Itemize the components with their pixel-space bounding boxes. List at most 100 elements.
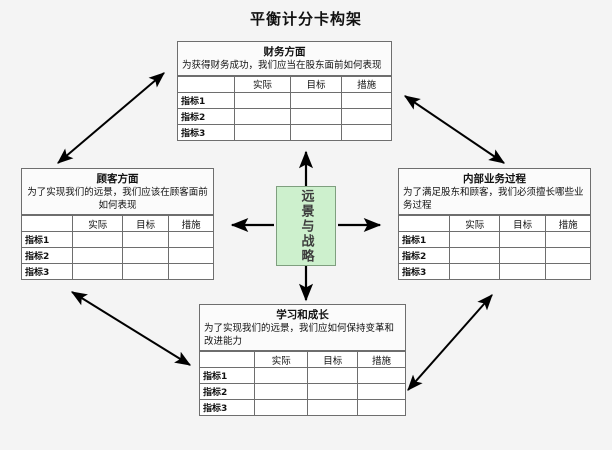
cell-measure[interactable] <box>341 123 391 140</box>
cell-measure[interactable] <box>357 399 405 415</box>
row-label-indicator-3: 指标3 <box>178 123 236 140</box>
table-row[interactable]: 指标2 <box>200 383 405 400</box>
cell-measure[interactable] <box>341 91 391 109</box>
row-label-indicator-1: 指标1 <box>178 91 236 109</box>
perspective-customer[interactable]: 顾客方面 为了实现我们的远景，我们应该在顾客面前如何表现 实际 目标 措施 指标… <box>21 168 214 280</box>
cell-actual[interactable] <box>449 247 501 264</box>
table-row[interactable]: 指标2 <box>22 247 213 264</box>
perspective-internal-process[interactable]: 内部业务过程 为了满足股东和顾客，我们必须擅长哪些业务过程 实际 目标 措施 指… <box>398 168 591 280</box>
table-row[interactable]: 指标3 <box>178 123 391 140</box>
table-row[interactable]: 指标2 <box>399 247 590 264</box>
table-col-actual: 实际 <box>72 215 124 232</box>
cell-measure[interactable] <box>357 383 405 400</box>
cell-measure[interactable] <box>341 107 391 125</box>
table-col-target: 目标 <box>289 75 343 93</box>
perspective-financial-title: 财务方面 <box>263 46 306 58</box>
perspective-customer-header: 顾客方面 为了实现我们的远景，我们应该在顾客面前如何表现 <box>22 169 213 215</box>
cell-target[interactable] <box>307 383 359 400</box>
cell-measure[interactable] <box>545 263 590 279</box>
arrow-financial-internal <box>404 95 505 164</box>
table-row[interactable]: 指标3 <box>22 263 213 279</box>
cell-measure[interactable] <box>168 247 213 264</box>
table-col-blank <box>200 351 256 368</box>
cell-actual[interactable] <box>234 107 291 125</box>
table-col-actual: 实际 <box>449 215 501 232</box>
cell-actual[interactable] <box>72 263 124 279</box>
cell-actual[interactable] <box>234 91 291 109</box>
row-label-indicator-2: 指标2 <box>399 247 451 264</box>
table-col-target: 目标 <box>122 215 170 232</box>
perspective-financial-description: 为获得财务成功，我们应当在股东面前如何表现 <box>182 60 382 71</box>
cell-target[interactable] <box>289 91 343 109</box>
row-label-indicator-1: 指标1 <box>200 367 256 384</box>
center-vision-strategy-box[interactable]: 远景与战略 <box>276 186 336 266</box>
table-col-measure: 措施 <box>357 351 405 368</box>
table-row[interactable]: 指标1 <box>22 231 213 248</box>
table-col-blank <box>399 215 451 232</box>
table-col-target: 目标 <box>499 215 547 232</box>
perspective-financial-table[interactable]: 实际 目标 措施 指标1 指标2 指标3 <box>178 75 391 140</box>
table-row[interactable]: 指标1 <box>200 367 405 384</box>
table-row[interactable]: 指标2 <box>178 107 391 125</box>
perspective-internal-process-header: 内部业务过程 为了满足股东和顾客，我们必须擅长哪些业务过程 <box>399 169 590 215</box>
cell-measure[interactable] <box>545 247 590 264</box>
cell-measure[interactable] <box>545 231 590 248</box>
cell-actual[interactable] <box>72 247 124 264</box>
table-col-blank <box>178 75 236 93</box>
perspective-learning-growth-table[interactable]: 实际 目标 措施 指标1 指标2 指标3 <box>200 351 405 415</box>
table-col-actual: 实际 <box>234 75 291 93</box>
cell-actual[interactable] <box>449 263 501 279</box>
cell-target[interactable] <box>122 263 170 279</box>
cell-target[interactable] <box>499 231 547 248</box>
perspective-financial[interactable]: 财务方面 为获得财务成功，我们应当在股东面前如何表现 实际 目标 措施 指标1 … <box>177 41 392 141</box>
row-label-indicator-3: 指标3 <box>22 263 74 279</box>
table-row[interactable]: 指标1 <box>399 231 590 248</box>
center-vision-strategy-label: 远景与战略 <box>298 188 314 264</box>
row-label-indicator-2: 指标2 <box>22 247 74 264</box>
perspective-customer-title: 顾客方面 <box>96 173 139 185</box>
arrow-customer-learning <box>70 291 192 366</box>
perspective-learning-growth[interactable]: 学习和成长 为了实现我们的远景，我们应如何保持变革和改进能力 实际 目标 措施 … <box>199 304 406 416</box>
cell-actual[interactable] <box>449 231 501 248</box>
table-header-row: 实际 目标 措施 <box>399 215 590 232</box>
cell-target[interactable] <box>499 263 547 279</box>
table-row[interactable]: 指标1 <box>178 91 391 109</box>
perspective-customer-description: 为了实现我们的远景，我们应该在顾客面前如何表现 <box>27 187 208 211</box>
arrow-internal-learning <box>407 294 493 391</box>
cell-target[interactable] <box>122 247 170 264</box>
cell-target[interactable] <box>307 399 359 415</box>
row-label-indicator-3: 指标3 <box>200 399 256 415</box>
table-row[interactable]: 指标3 <box>399 263 590 279</box>
cell-measure[interactable] <box>357 367 405 384</box>
table-col-target: 目标 <box>307 351 359 368</box>
perspective-internal-process-table[interactable]: 实际 目标 措施 指标1 指标2 指标3 <box>399 215 590 279</box>
cell-actual[interactable] <box>254 399 309 415</box>
cell-measure[interactable] <box>168 263 213 279</box>
cell-target[interactable] <box>122 231 170 248</box>
cell-target[interactable] <box>499 247 547 264</box>
row-label-indicator-2: 指标2 <box>200 383 256 400</box>
cell-measure[interactable] <box>168 231 213 248</box>
cell-target[interactable] <box>289 123 343 140</box>
table-col-blank <box>22 215 74 232</box>
cell-actual[interactable] <box>254 367 309 384</box>
table-col-measure: 措施 <box>341 75 391 93</box>
perspective-internal-process-title: 内部业务过程 <box>463 173 526 185</box>
perspective-customer-table[interactable]: 实际 目标 措施 指标1 指标2 指标3 <box>22 215 213 279</box>
page-title: 平衡计分卡构架 <box>249 10 362 28</box>
row-label-indicator-3: 指标3 <box>399 263 451 279</box>
cell-actual[interactable] <box>72 231 124 248</box>
table-header-row: 实际 目标 措施 <box>200 351 405 368</box>
perspective-learning-growth-title: 学习和成长 <box>276 309 329 321</box>
table-col-measure: 措施 <box>168 215 213 232</box>
row-label-indicator-1: 指标1 <box>22 231 74 248</box>
table-row[interactable]: 指标3 <box>200 399 405 415</box>
cell-actual[interactable] <box>234 123 291 140</box>
row-label-indicator-2: 指标2 <box>178 107 236 125</box>
cell-target[interactable] <box>307 367 359 384</box>
perspective-internal-process-description: 为了满足股东和顾客，我们必须擅长哪些业务过程 <box>403 187 584 211</box>
cell-target[interactable] <box>289 107 343 125</box>
cell-actual[interactable] <box>254 383 309 400</box>
table-col-actual: 实际 <box>254 351 309 368</box>
